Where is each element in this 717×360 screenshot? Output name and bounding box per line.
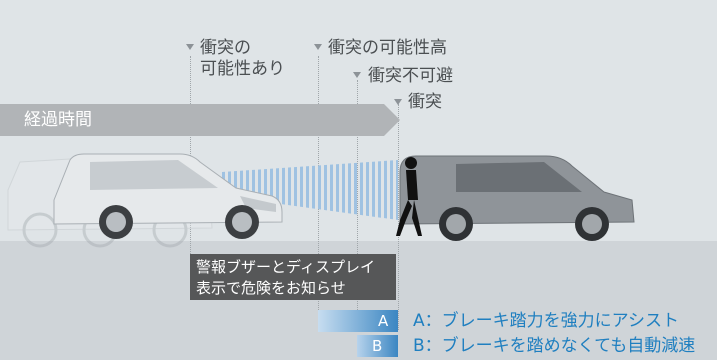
phase-label-likely: 衝突の可能性高 bbox=[328, 38, 447, 58]
elapsed-time-arrow bbox=[0, 104, 400, 136]
phase-marker-collision bbox=[394, 99, 402, 105]
assist-bar-b-letter: B bbox=[372, 337, 383, 355]
assist-bar-b bbox=[357, 335, 398, 357]
marker-line-collision bbox=[398, 104, 399, 330]
phase-marker-unavoidable bbox=[353, 72, 361, 78]
phase-marker-possible bbox=[186, 44, 194, 50]
assist-bar-a bbox=[318, 310, 398, 332]
phase-marker-likely bbox=[314, 44, 322, 50]
assist-bar-a-letter: A bbox=[378, 312, 389, 330]
assist-legend-b: B：ブレーキを踏めなくても自動減速 bbox=[413, 336, 696, 356]
phase-label-possible: 衝突の 可能性あり bbox=[200, 38, 285, 79]
pedestrian-icon bbox=[396, 157, 422, 236]
radar-beam bbox=[222, 160, 398, 220]
warning-message-box: 警報ブザーとディスプレイ 表示で危険をお知らせ bbox=[190, 254, 396, 300]
moving-car bbox=[53, 153, 283, 239]
phase-label-collision: 衝突 bbox=[408, 92, 442, 112]
marker-line-possible bbox=[190, 56, 191, 254]
elapsed-time-label: 経過時間 bbox=[24, 110, 92, 130]
assist-legend-a: A：ブレーキ踏力を強力にアシスト bbox=[413, 311, 679, 331]
stopped-car bbox=[399, 155, 635, 241]
phase-label-unavoidable: 衝突不可避 bbox=[368, 66, 453, 86]
